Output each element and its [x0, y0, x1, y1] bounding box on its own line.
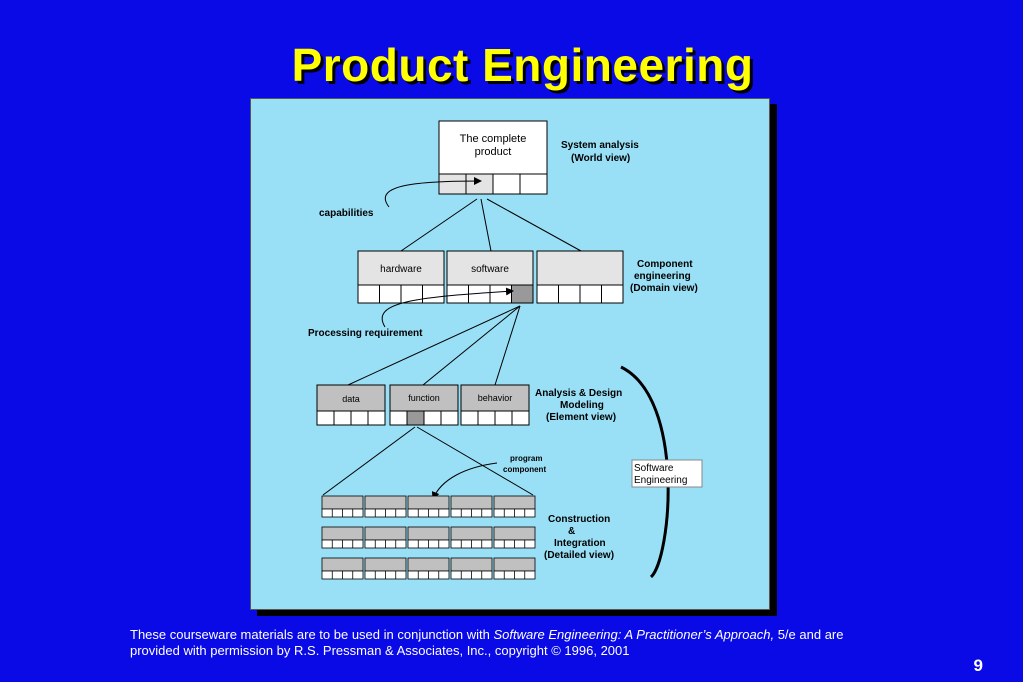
function-label: function — [408, 393, 440, 403]
ampersand-label: & — [568, 526, 575, 537]
element-behavior-box: behavior — [460, 384, 530, 426]
component-label: Component — [637, 259, 693, 270]
program-component-box — [364, 526, 407, 549]
diagram-panel: The complete product System analysis (Wo… — [250, 98, 770, 610]
component-software-box: software — [446, 250, 534, 304]
program-component-box — [364, 557, 407, 580]
program-component-box — [407, 495, 450, 518]
processing-requirement-label: Processing requirement — [308, 328, 423, 339]
program-component-box — [450, 495, 493, 518]
hardware-label: hardware — [380, 264, 422, 275]
modeling-label: Modeling — [560, 400, 604, 411]
analysis-design-label: Analysis & Design — [535, 388, 622, 399]
footer-book-title: Software Engineering: A Practitioner’s A… — [493, 627, 775, 642]
page-number: 9 — [973, 656, 983, 675]
footer-line2: provided with permission by R.S. Pressma… — [130, 643, 630, 658]
element-data-box: data — [316, 384, 386, 426]
system-analysis-label: System analysis — [561, 140, 639, 151]
program-component-box — [493, 526, 536, 549]
construction-grid — [321, 495, 536, 580]
software-engineering-box — [631, 459, 703, 488]
program-component-box — [493, 557, 536, 580]
footer-text: These courseware materials are to be use… — [130, 627, 930, 659]
element-view-label: (Element view) — [546, 412, 616, 423]
data-label: data — [342, 394, 360, 404]
program-component-box — [321, 495, 364, 518]
construction-label: Construction — [548, 514, 610, 525]
program-component-box — [450, 526, 493, 549]
engineering-label: engineering — [634, 271, 691, 282]
program-component-box — [364, 495, 407, 518]
complete-product-line2: product — [475, 146, 512, 158]
program-component-box — [407, 557, 450, 580]
program-component-box — [321, 526, 364, 549]
component-other-box — [536, 250, 624, 304]
program-component-box — [450, 557, 493, 580]
capabilities-arrow — [384, 177, 482, 208]
component-small-label: component — [503, 465, 546, 474]
program-component-box — [493, 495, 536, 518]
complete-product-line1: The complete — [460, 133, 527, 145]
program-component-box — [321, 557, 364, 580]
diagram-svg: The complete product System analysis (Wo… — [308, 120, 703, 580]
world-view-label: (World view) — [571, 153, 630, 164]
software-label-se: Software — [634, 463, 674, 474]
processing-arrow — [381, 287, 514, 328]
integration-label: Integration — [554, 538, 606, 549]
slide-title: Product Engineering — [291, 39, 754, 91]
software-label: software — [471, 264, 509, 275]
capabilities-label: capabilities — [319, 208, 374, 219]
domain-view-label: (Domain view) — [630, 283, 698, 294]
complete-product-box: The complete product — [438, 120, 548, 195]
program-component-box — [407, 526, 450, 549]
element-function-box: function — [389, 384, 459, 426]
component-hardware-box: hardware — [357, 250, 445, 304]
detailed-view-label: (Detailed view) — [544, 550, 614, 561]
program-label: program — [510, 454, 542, 463]
footer-prefix: These courseware materials are to be use… — [130, 627, 494, 642]
behavior-label: behavior — [478, 393, 513, 403]
footer-suffix: 5/e and are — [774, 627, 844, 642]
engineering-label-se: Engineering — [634, 475, 687, 486]
program-component-arrow — [431, 462, 498, 500]
